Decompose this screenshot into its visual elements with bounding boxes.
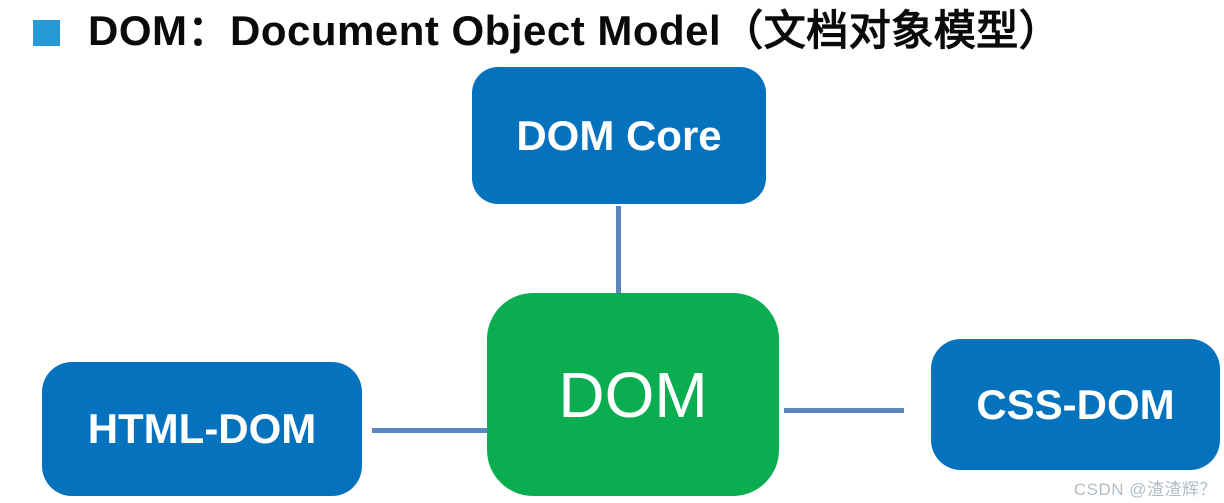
page-title: DOM：Document Object Model（文档对象模型） (88, 7, 1062, 54)
node-dom: DOM (487, 293, 779, 496)
connector-domcore-dom (616, 206, 621, 293)
connector-dom-cssdom (784, 408, 904, 413)
node-dom-core: DOM Core (472, 67, 766, 204)
title-bullet-icon (33, 20, 60, 46)
node-dom-core-label: DOM Core (516, 111, 722, 159)
title-row: DOM：Document Object Model（文档对象模型） (0, 0, 1224, 62)
node-css-dom: CSS-DOM (931, 339, 1220, 470)
watermark: CSDN @渣渣辉？ (1073, 480, 1217, 499)
node-html-dom: HTML-DOM (42, 362, 362, 496)
node-dom-label: DOM (558, 358, 708, 431)
connector-htmldom-dom (372, 428, 493, 433)
node-html-dom-label: HTML-DOM (87, 405, 317, 452)
node-css-dom-label: CSS-DOM (976, 380, 1175, 428)
